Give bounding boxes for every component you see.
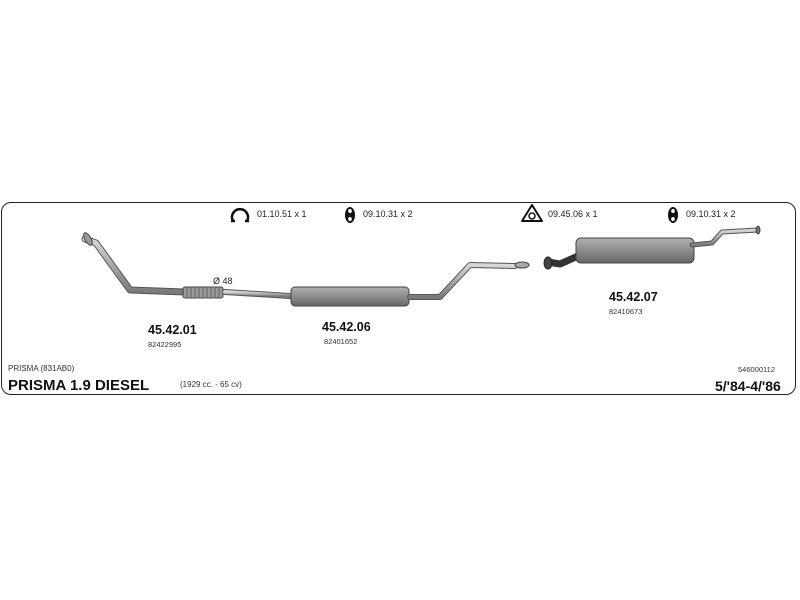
rubber-hanger-icon xyxy=(668,207,678,223)
part-code-rear-muffler: 45.42.07 xyxy=(609,290,658,304)
vehicle-model-code: PRISMA (831AB0) xyxy=(8,364,75,373)
triangle-flange-icon xyxy=(521,204,543,222)
vehicle-title: PRISMA 1.9 DIESEL xyxy=(8,377,150,394)
clamp-label-hanger-front: 09.10.31 x 2 xyxy=(363,209,413,219)
part-ref-front-pipe: 82422995 xyxy=(148,340,182,349)
ring-clamp-icon xyxy=(230,207,250,223)
clamp-label-flange: 09.45.06 x 1 xyxy=(548,209,598,219)
clamp-label-ring: 01.10.51 x 1 xyxy=(257,209,307,219)
catalog-number: 546000112 xyxy=(738,365,775,374)
part-code-middle-pipe: 45.42.06 xyxy=(322,320,371,334)
front-pipe xyxy=(81,232,224,299)
rubber-hanger-icon xyxy=(345,207,355,223)
part-code-front-pipe: 45.42.01 xyxy=(148,323,197,337)
middle-pipe xyxy=(222,261,530,307)
production-years: 5/'84-4/'86 xyxy=(715,378,781,394)
clamp-label-hanger-rear: 09.10.31 x 2 xyxy=(686,209,736,219)
pipe-diameter-label: Ø 48 xyxy=(213,276,233,286)
engine-spec: (1929 cc. - 65 cv) xyxy=(180,380,242,389)
part-ref-rear-muffler: 82410673 xyxy=(609,307,643,316)
rear-muffler xyxy=(543,225,761,270)
part-ref-middle-pipe: 82401652 xyxy=(324,337,358,346)
